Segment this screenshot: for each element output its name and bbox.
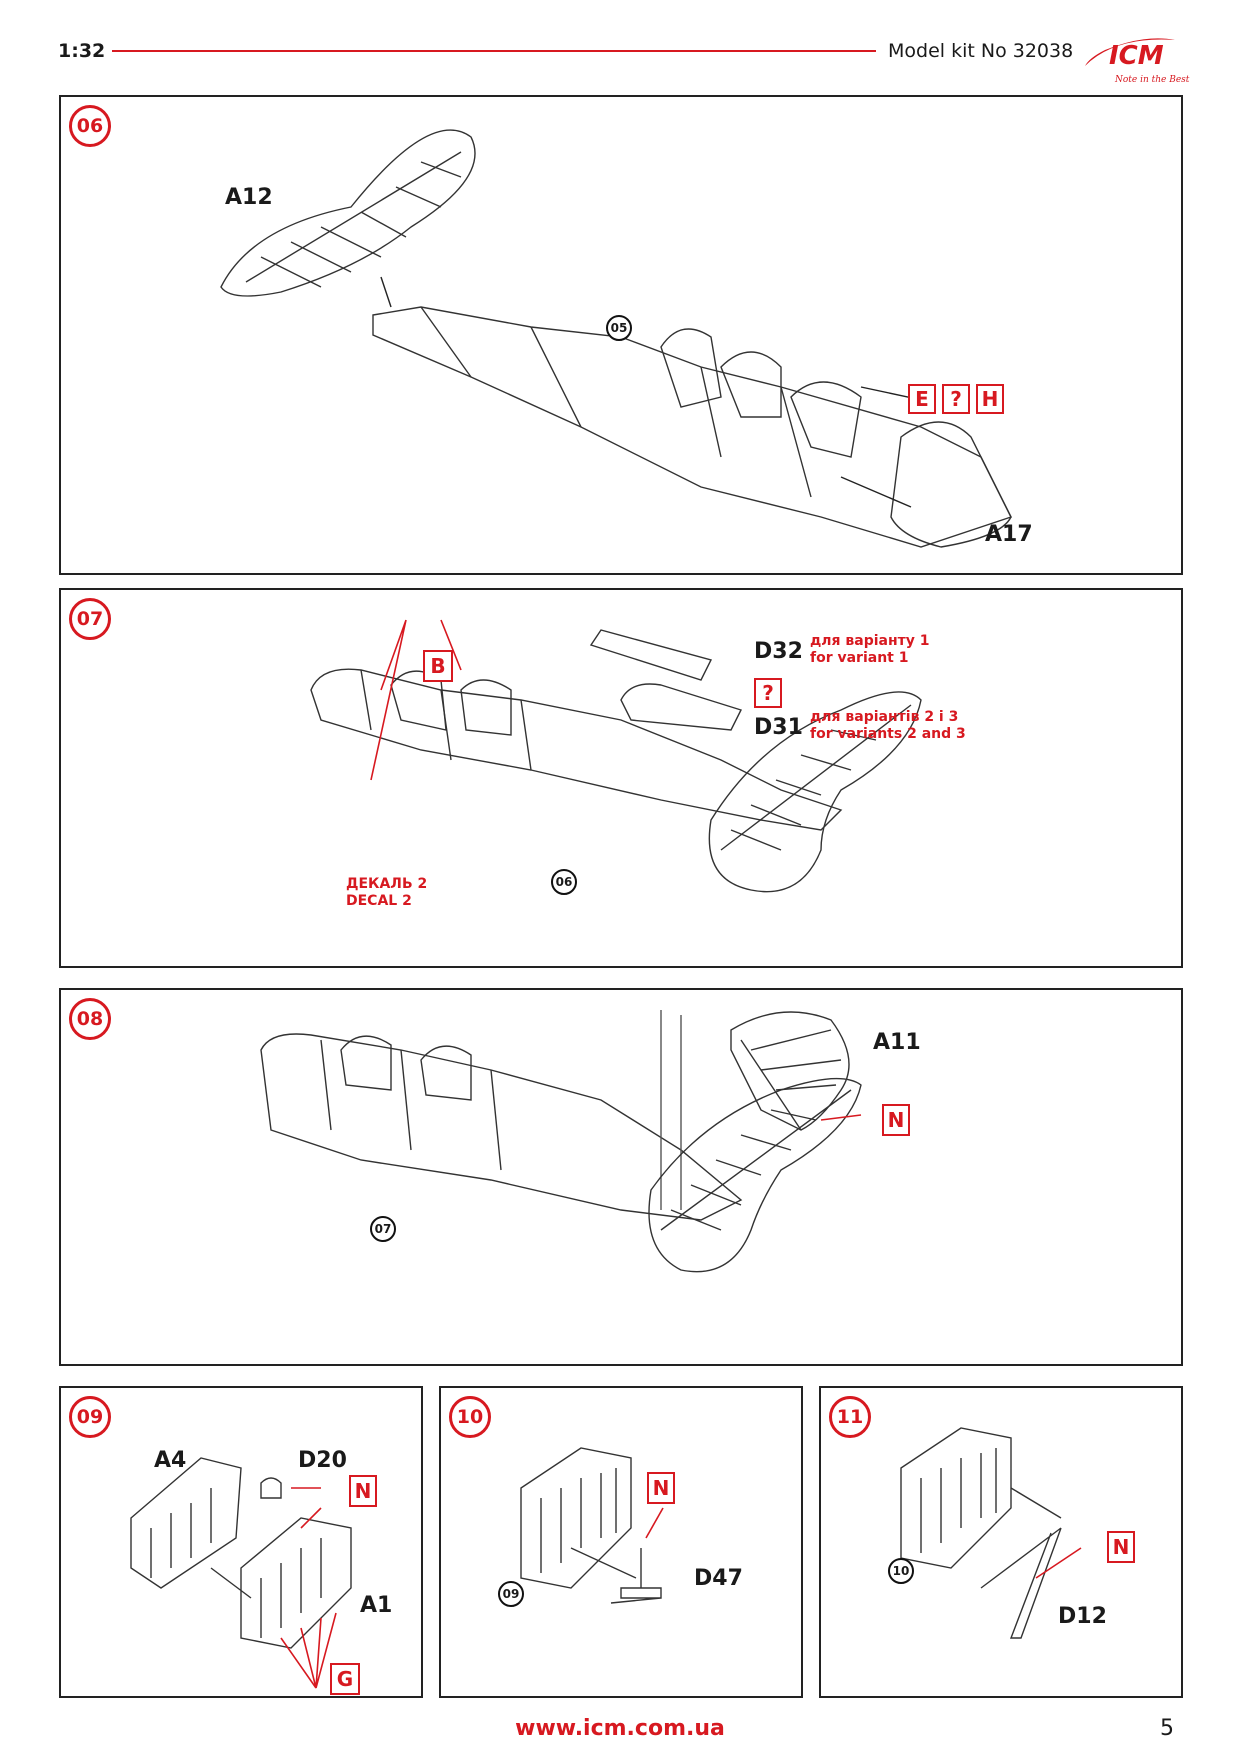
part-a1-label: A1 — [360, 1593, 393, 1618]
fin-a11 — [730, 1011, 850, 1131]
step-10-illustration — [520, 1447, 664, 1604]
step-06-illustration — [220, 129, 1012, 548]
step-08-panel: 08 A11 N 07 — [59, 988, 1183, 1366]
decal-2-en: DECAL 2 — [346, 893, 412, 909]
box-n-10: N — [647, 1472, 675, 1504]
nose-a17 — [890, 421, 1012, 548]
step-07-badge: 07 — [69, 598, 111, 640]
part-d31-drawing — [620, 683, 742, 731]
step-06-badge: 06 — [69, 105, 111, 147]
kit-number: Model kit No 32038 — [888, 40, 1074, 62]
subassembly-09-ref: 09 — [498, 1581, 524, 1607]
step-11-panel: 11 N D12 10 — [819, 1386, 1183, 1698]
stabilizer-08 — [648, 1077, 862, 1273]
part-d47-label: D47 — [694, 1566, 743, 1591]
step-10-badge: 10 — [449, 1396, 491, 1438]
fuselage-08 — [260, 1033, 743, 1221]
subassembly-05-ref: 05 — [606, 315, 632, 341]
header-rule — [112, 50, 876, 52]
subassembly-07-ref: 07 — [370, 1216, 396, 1242]
step-10-panel: 10 N D47 09 — [439, 1386, 803, 1698]
fuselage-06 — [372, 306, 1012, 548]
part-d20-drawing — [260, 1477, 282, 1499]
part-d31-label: D31 — [754, 715, 803, 740]
box-n-08: N — [882, 1104, 910, 1136]
logo-wordmark: ICM — [1109, 41, 1164, 71]
scale-label: 1:32 — [58, 40, 106, 62]
engine-mount-a4 — [130, 1457, 242, 1589]
part-d32-drawing — [589, 629, 713, 681]
note-variant-1-en: for variant 1 — [810, 650, 909, 666]
box-g-09: G — [330, 1663, 360, 1695]
stabilizer-07 — [708, 691, 922, 893]
engine-block-11 — [900, 1427, 1012, 1569]
step-08-badge: 08 — [69, 998, 111, 1040]
fuselage-07 — [310, 668, 843, 831]
subassembly-10-ref: 10 — [888, 1558, 914, 1584]
step-08-illustration — [260, 1010, 862, 1273]
stabilizer-a12 — [220, 129, 476, 297]
logo-tagline: Note in the Best — [1114, 75, 1190, 85]
subassembly-06-ref: 06 — [551, 869, 577, 895]
box-h: H — [976, 384, 1004, 414]
part-d12-drawing — [980, 1527, 1062, 1639]
part-a11-label: A11 — [873, 1030, 921, 1055]
icm-logo: ICM Note in the Best — [1085, 38, 1190, 85]
step-07-illustration — [310, 619, 922, 893]
page-number: 5 — [1160, 1716, 1174, 1741]
step-06-panel: 06 A12 05 E ? H A17 — [59, 95, 1183, 575]
step-09-illustration — [130, 1457, 352, 1689]
decal-2-ua: ДЕКАЛЬ 2 — [346, 876, 428, 892]
box-n-11: N — [1107, 1531, 1135, 1563]
box-b: B — [423, 650, 453, 682]
box-question-07: ? — [754, 678, 782, 708]
box-question: ? — [942, 384, 970, 414]
part-d47-drawing — [610, 1548, 662, 1604]
step-09-badge: 09 — [69, 1396, 111, 1438]
step-09-panel: 09 A4 D20 N A1 G — [59, 1386, 423, 1698]
part-a17-label: A17 — [985, 522, 1033, 547]
note-variants-2-3-en: for variants 2 and 3 — [810, 726, 966, 742]
note-variants-2-3-ua: для варіантів 2 і 3 — [810, 709, 959, 725]
engine-block-a1 — [240, 1517, 352, 1649]
note-variant-1-ua: для варіанту 1 — [810, 633, 930, 649]
box-n-09: N — [349, 1475, 377, 1507]
box-e: E — [908, 384, 936, 414]
step-11-badge: 11 — [829, 1396, 871, 1438]
part-a4-label: A4 — [154, 1448, 187, 1473]
footer-url: www.icm.com.ua — [515, 1716, 725, 1741]
part-d20-label: D20 — [298, 1448, 347, 1473]
engine-block-10 — [520, 1447, 632, 1589]
part-a12-label: A12 — [225, 185, 273, 210]
part-d12-label: D12 — [1058, 1604, 1107, 1629]
part-d32-label: D32 — [754, 639, 803, 664]
